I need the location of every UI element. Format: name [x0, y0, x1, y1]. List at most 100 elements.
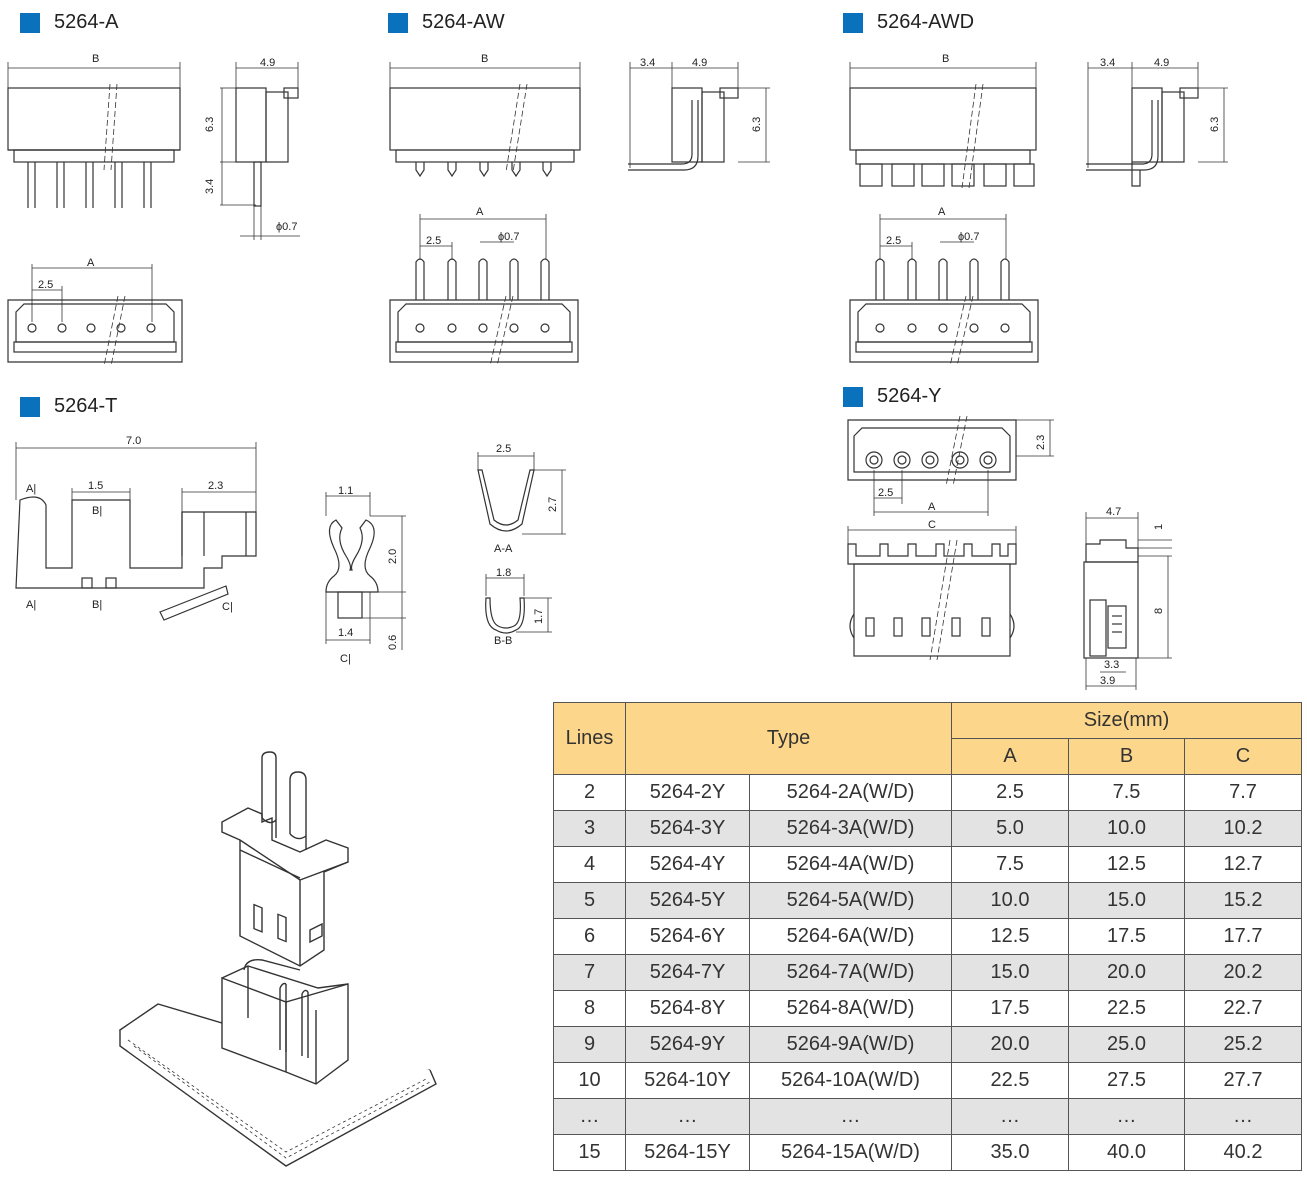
table-row: 6 5264-6Y 5264-6A(W/D) 12.5 17.5 17.7 [553, 918, 1303, 955]
section-title-label: 5264-Y [877, 385, 942, 407]
cell-type-y: 5264-3Y [625, 810, 750, 847]
cell-size-c: 12.7 [1184, 846, 1303, 883]
section-title-5264-awd: 5264-AWD [843, 11, 974, 34]
dim-5264-t-section-bb: B-B [494, 635, 512, 647]
section-title-label: 5264-AW [422, 11, 505, 33]
cell-size-b: 7.5 [1068, 774, 1186, 811]
cell-type-a: … [748, 1098, 953, 1135]
dim-5264-awd-phi: ϕ0.7 [958, 231, 979, 243]
cell-size-b: 25.0 [1068, 1026, 1186, 1063]
dim-5264-t-2-3: 2.3 [208, 480, 223, 492]
dim-5264-a-a: A [87, 257, 95, 269]
drawing-5264-t-section-bb [485, 574, 552, 634]
cell-type-y: 5264-9Y [625, 1026, 750, 1063]
dim-5264-awd-3-4: 3.4 [1100, 57, 1115, 69]
cell-size-b: 20.0 [1068, 954, 1186, 991]
cell-type-y: 5264-15Y [625, 1134, 750, 1171]
table-header-row: Lines Type Size(mm) [553, 702, 1303, 775]
dim-5264-y-1: 1 [1153, 524, 1165, 530]
header-b: B [1068, 738, 1186, 775]
dim-5264-a-2-5: 2.5 [38, 279, 53, 291]
dim-5264-y-2-3: 2.3 [1035, 435, 1047, 450]
dim-5264-aw-3-4: 3.4 [640, 57, 655, 69]
cell-size-a: 17.5 [951, 990, 1070, 1027]
table-row: 7 5264-7Y 5264-7A(W/D) 15.0 20.0 20.2 [553, 954, 1303, 991]
dim-5264-y-c: C [928, 519, 936, 531]
dim-5264-awd-6-3: 6.3 [1209, 117, 1221, 132]
section-marker-icon [388, 12, 408, 33]
header-size: Size(mm) [951, 702, 1303, 739]
section-title-label: 5264-A [54, 11, 119, 33]
table-row: … … … … … … [553, 1098, 1303, 1135]
cell-lines: 2 [553, 774, 626, 811]
dim-5264-t-b-top: B| [92, 505, 102, 517]
cell-size-a: 2.5 [951, 774, 1070, 811]
drawing-5264-a-front [7, 62, 181, 208]
cell-lines: 9 [553, 1026, 626, 1063]
cell-type-y: 5264-8Y [625, 990, 750, 1027]
cell-size-a: 35.0 [951, 1134, 1070, 1171]
dimension-labels: B 4.9 6.3 3.4 ϕ0.7 A 2.5 B 3.4 4.9 6.3 A… [26, 53, 1221, 687]
table-subheader-row: A B C [554, 738, 1303, 775]
cell-type-a: 5264-5A(W/D) [748, 882, 953, 919]
dim-5264-awd-a: A [938, 206, 946, 218]
header-type: Type [624, 702, 953, 775]
cell-size-c: 22.7 [1184, 990, 1303, 1027]
drawing-5264-a-side [220, 62, 300, 240]
section-marker-icon [843, 386, 863, 407]
section-title-5264-t: 5264-T [20, 395, 117, 418]
cell-size-c: 20.2 [1184, 954, 1303, 991]
cell-size-b: 27.5 [1068, 1062, 1186, 1099]
cell-size-a: 12.5 [951, 918, 1070, 955]
drawing-5264-awd-side [1086, 62, 1228, 187]
cell-size-b: 17.5 [1068, 918, 1186, 955]
drawing-5264-t-section-aa [477, 452, 566, 535]
section-marker-icon [843, 12, 863, 33]
dim-5264-awd-4-9: 4.9 [1154, 57, 1169, 69]
drawing-5264-awd-bottom [849, 214, 1039, 367]
cell-size-a: 20.0 [951, 1026, 1070, 1063]
dim-5264-aw-phi: ϕ0.7 [498, 231, 519, 243]
table-row: 4 5264-4Y 5264-4A(W/D) 7.5 12.5 12.7 [553, 846, 1303, 883]
cell-type-y: 5264-2Y [625, 774, 750, 811]
dim-5264-t-2-7: 2.7 [547, 497, 559, 512]
dim-5264-aw-2-5: 2.5 [426, 235, 441, 247]
header-lines: Lines [553, 702, 626, 775]
drawing-5264-t-side [15, 442, 257, 621]
cell-size-c: 40.2 [1184, 1134, 1303, 1171]
cell-lines: 10 [553, 1062, 626, 1099]
cell-type-y: 5264-5Y [625, 882, 750, 919]
dim-5264-y-3-3: 3.3 [1104, 659, 1119, 671]
cell-size-a: 22.5 [951, 1062, 1070, 1099]
drawing-5264-awd-front [849, 62, 1037, 189]
cell-type-a: 5264-7A(W/D) [748, 954, 953, 991]
cell-size-b: 10.0 [1068, 810, 1186, 847]
dim-5264-t-b-bottom: B| [92, 599, 102, 611]
dim-5264-a-3-4: 3.4 [204, 179, 216, 194]
dim-5264-t-1-1: 1.1 [338, 485, 353, 497]
dim-5264-awd-b: B [942, 53, 949, 65]
cell-lines: 3 [553, 810, 626, 847]
section-title-5264-a: 5264-A [20, 11, 119, 34]
cell-type-a: 5264-4A(W/D) [748, 846, 953, 883]
header-a: A [951, 738, 1070, 775]
table-row: 15 5264-15Y 5264-15A(W/D) 35.0 40.0 40.2 [553, 1134, 1303, 1171]
cell-lines: 15 [553, 1134, 626, 1171]
cell-type-a: 5264-15A(W/D) [748, 1134, 953, 1171]
cell-type-a: 5264-8A(W/D) [748, 990, 953, 1027]
cell-type-a: 5264-6A(W/D) [748, 918, 953, 955]
table-row: 9 5264-9Y 5264-9A(W/D) 20.0 25.0 25.2 [553, 1026, 1303, 1063]
dim-5264-a-phi: ϕ0.7 [276, 221, 297, 233]
cell-size-b: 40.0 [1068, 1134, 1186, 1171]
dim-5264-t-1-4: 1.4 [338, 627, 353, 639]
cell-size-c: 27.7 [1184, 1062, 1303, 1099]
dim-5264-y-2-5: 2.5 [878, 487, 893, 499]
cell-lines: 8 [553, 990, 626, 1027]
cell-type-a: 5264-3A(W/D) [748, 810, 953, 847]
cell-size-b: … [1068, 1098, 1186, 1135]
drawing-5264-y-side [1083, 512, 1172, 690]
dim-5264-y-3-9: 3.9 [1100, 675, 1115, 687]
cell-size-c: … [1184, 1098, 1303, 1135]
dim-5264-y-a: A [928, 501, 936, 513]
cell-type-a: 5264-10A(W/D) [748, 1062, 953, 1099]
